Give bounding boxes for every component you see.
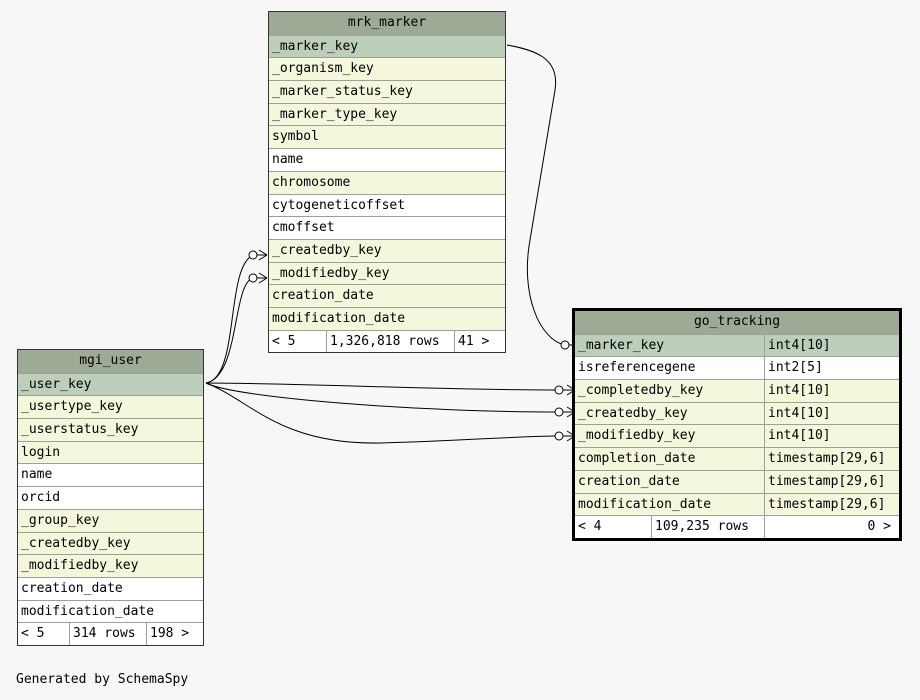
children-link[interactable]: 41 > — [454, 330, 505, 353]
column-name: name — [272, 152, 304, 168]
column-name: chromosome — [272, 174, 351, 190]
link-marker-modifiedby — [205, 277, 254, 384]
column-name: _organism_key — [272, 61, 374, 77]
column-row[interactable]: cytogeneticoffset — [269, 193, 505, 217]
column-type: int4[10] — [764, 334, 899, 357]
link-completedby — [205, 382, 559, 391]
column-row[interactable]: _createdby_key — [269, 238, 505, 262]
link-marker-createdby — [205, 254, 254, 384]
parents-link[interactable]: < 4 — [578, 519, 602, 535]
column-name: _createdby_key — [21, 535, 131, 551]
column-name: _user_key — [21, 376, 92, 392]
column-row[interactable]: _createdby_key — [18, 531, 203, 555]
children-link[interactable]: 198 > — [146, 623, 203, 645]
column-row[interactable]: chromosome — [269, 170, 505, 194]
column-row[interactable]: _usertype_key — [18, 395, 203, 419]
column-row[interactable]: _user_key — [18, 372, 203, 396]
row-count: 109,235 rows — [651, 516, 764, 538]
column-name: login — [21, 444, 61, 460]
column-row[interactable]: modification_date — [269, 306, 505, 330]
column-row[interactable]: symbol — [269, 125, 505, 149]
column-name: name — [21, 467, 53, 483]
children-link[interactable]: 0 > — [764, 516, 899, 538]
row-count: 314 rows — [69, 623, 146, 645]
column-name: _marker_key — [272, 38, 359, 54]
column-name: _marker_status_key — [272, 84, 413, 100]
table-mgi-user[interactable]: mgi_user _user_key _usertype_key _userstat… — [17, 349, 204, 646]
column-type: timestamp[29,6] — [764, 448, 899, 470]
table-mrk-marker[interactable]: mrk_marker _marker_key _organism_key _mark… — [268, 11, 506, 354]
table-header[interactable]: mgi_user — [18, 350, 203, 373]
column-row[interactable]: _marker_status_key — [269, 80, 505, 103]
column-type: int4[10] — [764, 380, 899, 402]
column-name: isreferencegene — [578, 360, 696, 376]
column-row[interactable]: _userstatus_key — [18, 418, 203, 441]
table-footer: < 4 109,235 rows 0 > — [575, 515, 899, 538]
table-header[interactable]: go_tracking — [575, 311, 899, 334]
column-row[interactable]: cmoffset — [269, 216, 505, 239]
column-name: _completedby_key — [578, 383, 704, 399]
column-name: _createdby_key — [578, 405, 688, 421]
column-name: completion_date — [578, 451, 696, 467]
column-name: _group_key — [21, 512, 100, 528]
column-row[interactable]: creation_date — [269, 284, 505, 307]
column-name: _marker_key — [578, 337, 665, 353]
column-type: timestamp[29,6] — [764, 493, 899, 516]
column-type: int2[5] — [764, 357, 899, 380]
table-footer: < 5 314 rows 198 > — [18, 622, 203, 645]
column-name: cytogeneticoffset — [272, 197, 406, 213]
column-row[interactable]: orcid — [18, 486, 203, 509]
column-type: int4[10] — [764, 402, 899, 425]
column-row[interactable]: completion_date timestamp[29,6] — [575, 447, 899, 470]
column-row[interactable]: creation_date timestamp[29,6] — [575, 469, 899, 493]
column-row[interactable]: isreferencegene int2[5] — [575, 356, 899, 380]
column-row[interactable]: modification_date — [18, 599, 203, 623]
column-row[interactable]: login — [18, 440, 203, 464]
column-name: _userstatus_key — [21, 422, 139, 438]
column-row[interactable]: _marker_key — [269, 34, 505, 58]
column-row[interactable]: _completedby_key int4[10] — [575, 379, 899, 402]
column-name: _marker_type_key — [272, 106, 398, 122]
table-footer: < 5 1,326,818 rows 41 > — [269, 329, 505, 353]
column-row[interactable]: _createdby_key int4[10] — [575, 401, 899, 425]
column-name: cmoffset — [272, 220, 335, 236]
column-row[interactable]: _modifiedby_key int4[10] — [575, 424, 899, 448]
column-name: _modifiedby_key — [21, 558, 139, 574]
column-name: creation_date — [578, 473, 680, 489]
table-header[interactable]: mrk_marker — [269, 12, 505, 35]
column-row[interactable]: _marker_key int4[10] — [575, 333, 899, 357]
column-row[interactable]: creation_date — [18, 576, 203, 600]
parents-link[interactable]: < 5 — [21, 626, 45, 642]
column-name: modification_date — [272, 310, 406, 326]
column-name: creation_date — [21, 580, 123, 596]
column-row[interactable]: _modifiedby_key — [18, 554, 203, 577]
column-name: _modifiedby_key — [272, 265, 390, 281]
column-name: creation_date — [272, 288, 374, 304]
column-row[interactable]: _modifiedby_key — [269, 261, 505, 285]
column-row[interactable]: name — [18, 463, 203, 487]
link-createdby — [205, 382, 559, 413]
column-name: _usertype_key — [21, 399, 123, 415]
column-name: symbol — [272, 129, 319, 145]
link-marker-key — [506, 44, 566, 346]
column-name: modification_date — [21, 603, 155, 619]
column-name: _createdby_key — [272, 242, 382, 258]
generated-by-label: Generated by SchemaSpy — [16, 672, 189, 687]
column-name: orcid — [21, 490, 61, 506]
parents-link[interactable]: < 5 — [272, 333, 296, 349]
column-name: _modifiedby_key — [578, 428, 696, 444]
column-row[interactable]: _group_key — [18, 508, 203, 532]
column-row[interactable]: _marker_type_key — [269, 102, 505, 126]
link-modifiedby — [205, 382, 559, 444]
column-row[interactable]: modification_date timestamp[29,6] — [575, 492, 899, 516]
column-type: timestamp[29,6] — [764, 470, 899, 493]
column-row[interactable]: _organism_key — [269, 57, 505, 81]
column-row[interactable]: name — [269, 148, 505, 171]
column-name: modification_date — [578, 496, 712, 512]
row-count: 1,326,818 rows — [326, 330, 454, 353]
column-type: int4[10] — [764, 425, 899, 448]
